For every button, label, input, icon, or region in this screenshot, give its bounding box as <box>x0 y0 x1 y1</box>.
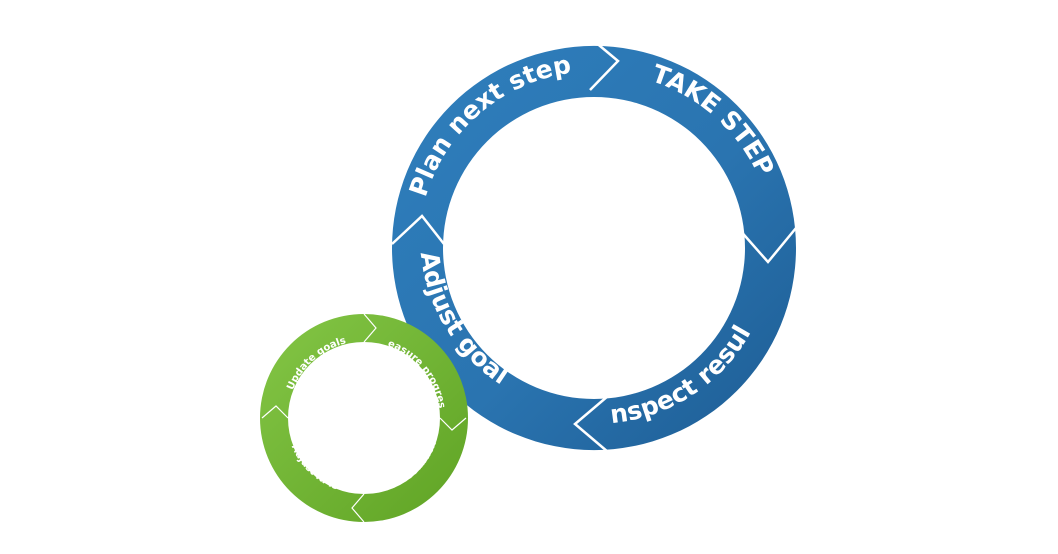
big-sep-top <box>587 35 620 91</box>
small-sep-bottom <box>351 493 365 523</box>
big-sep-right <box>737 227 797 264</box>
big-sep-left <box>391 214 445 245</box>
small-sep-right <box>439 417 467 431</box>
big-sep-bottom <box>573 395 609 453</box>
small-cycle-ring <box>260 313 468 523</box>
small-sep-left <box>261 405 289 419</box>
small-sep-top <box>363 313 377 343</box>
big-cycle-ring <box>391 35 797 453</box>
small-ring-halo <box>264 318 464 518</box>
